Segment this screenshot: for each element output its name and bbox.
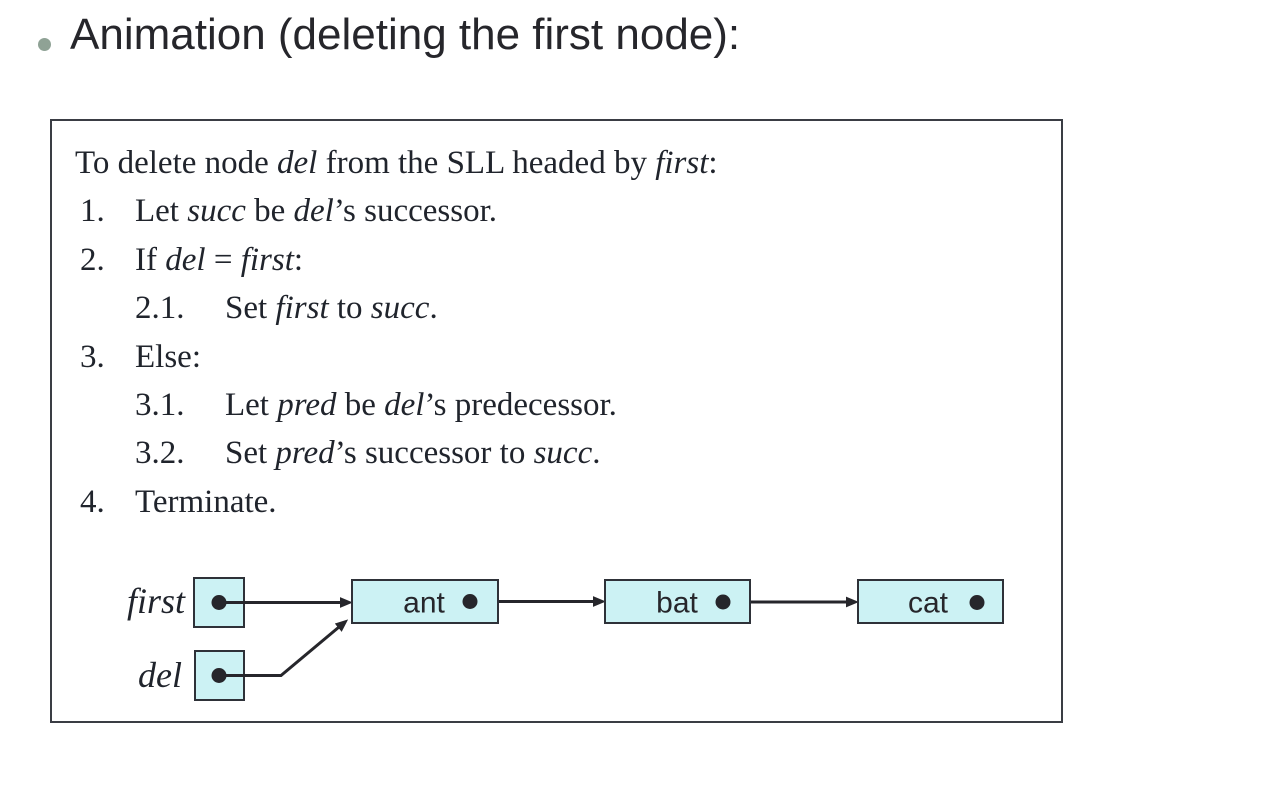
node-dot-ant <box>462 594 478 609</box>
algorithm-steps: To delete node del from the SLL headed b… <box>52 145 1061 532</box>
step-number: 4. <box>80 483 105 520</box>
step-number: 2. <box>80 241 105 278</box>
pointer-dot-del <box>211 668 227 683</box>
step-text: Else: <box>135 338 201 375</box>
step-text: If del = first: <box>135 241 304 278</box>
step-text: Set first to succ. <box>225 290 438 327</box>
algorithm-line: 1. Let succ be del’s successor. <box>52 193 1061 241</box>
arrow-del-to-ant <box>226 619 349 677</box>
step-number: 3. <box>80 338 105 375</box>
step-text: Set pred’s successor to succ. <box>225 435 601 472</box>
step-number: 3.2. <box>135 435 185 472</box>
node-label-bat: bat <box>656 587 698 620</box>
step-text: Let pred be del’s predecessor. <box>225 386 617 423</box>
step-text: Let succ be del’s successor. <box>135 193 498 230</box>
algorithm-line: 3.2. Set pred’s successor to succ. <box>52 435 1061 483</box>
algorithm-line: To delete node del from the SLL headed b… <box>52 145 1061 193</box>
algorithm-line: 3.1. Let pred be del’s predecessor. <box>52 387 1061 435</box>
algorithm-box: To delete node del from the SLL headed b… <box>50 119 1063 723</box>
algorithm-line: 2.1. Set first to succ. <box>52 290 1061 338</box>
step-number: 1. <box>80 193 105 230</box>
node-label-ant: ant <box>403 587 445 620</box>
step-number: 3.1. <box>135 386 185 423</box>
page-title: Animation (deleting the first node): <box>70 10 741 59</box>
node-dot-cat <box>969 595 985 610</box>
pointer-label-del: del <box>138 655 182 695</box>
step-text: To delete node del from the SLL headed b… <box>75 145 718 181</box>
algorithm-line: 3. Else: <box>52 339 1061 387</box>
pointer-dot-first <box>211 595 227 610</box>
algorithm-line: 4. Terminate. <box>52 484 1061 532</box>
pointer-label-first: first <box>127 581 186 621</box>
step-number: 2.1. <box>135 290 185 327</box>
node-cat <box>857 579 1004 624</box>
algorithm-line: 2. If del = first: <box>52 242 1061 290</box>
bullet-icon <box>38 38 51 51</box>
node-dot-bat <box>715 594 731 610</box>
node-label-cat: cat <box>908 587 949 620</box>
step-text: Terminate. <box>135 483 277 520</box>
